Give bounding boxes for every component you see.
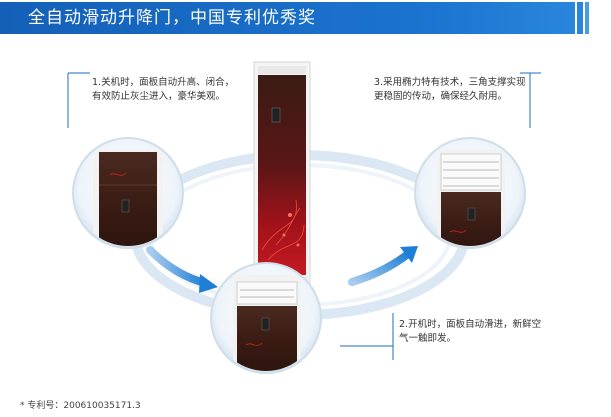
banner-shape <box>0 2 589 34</box>
feature-note-3-line1: 3.采用椭力特有技术，三角支撑实现 <box>374 77 526 88</box>
patent-number: * 专利号：200610035171.3 <box>20 401 141 411</box>
arrow-closed-to-opening <box>146 246 218 293</box>
ac-unit-closed <box>72 137 184 249</box>
callout-line-2 <box>340 313 394 360</box>
feature-note-2-line2: 气一触即发。 <box>399 333 457 344</box>
banner-title: 全自动滑动升降门，中国专利优秀奖 <box>28 8 316 28</box>
ac-unit-louvers <box>414 137 526 249</box>
feature-note-1-line1: 1.关机时，面板自动升高、闭合， <box>92 77 235 88</box>
feature-note-2-line1: 2.开机时，面板自动滑进，新鲜空 <box>399 319 542 330</box>
arrow-opening-to-louvers <box>348 246 418 286</box>
ac-unit-opening <box>210 262 322 374</box>
callout-line-3 <box>520 72 541 128</box>
feature-note-3-line2: 更稳固的传动，确保经久耐用。 <box>374 91 508 102</box>
title-banner: 全自动滑动升降门，中国专利优秀奖 <box>0 0 611 36</box>
feature-note-3: 3.采用椭力特有技术，三角支撑实现 更稳固的传动，确保经久耐用。 <box>374 76 526 104</box>
feature-note-1-line2: 有效防止灰尘进入，豪华美观。 <box>92 91 226 102</box>
feature-note-1: 1.关机时，面板自动升高、闭合， 有效防止灰尘进入，豪华美观。 <box>92 76 234 104</box>
callout-line-1 <box>67 72 90 128</box>
feature-note-2: 2.开机时，面板自动滑进，新鲜空 气一触即发。 <box>399 318 541 346</box>
ac-unit-center <box>253 61 311 289</box>
